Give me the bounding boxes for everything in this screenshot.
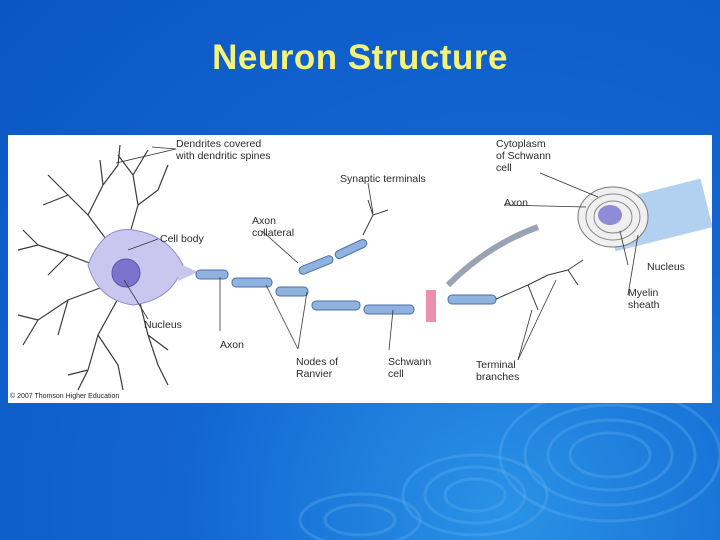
zoom-arrow bbox=[445, 224, 540, 288]
label-axon: Axon bbox=[220, 339, 244, 351]
label-nodes-of-ranvier: Nodes of Ranvier bbox=[296, 356, 339, 380]
label-terminal-branches: Terminal branches bbox=[476, 359, 520, 383]
label-cell-body: Cell body bbox=[160, 233, 204, 245]
label-nucleus: Nucleus bbox=[144, 319, 182, 331]
label-axon-collateral: Axon collateral bbox=[252, 215, 295, 239]
neuron-illustration bbox=[17, 144, 712, 391]
label-nucleus-inset: Nucleus bbox=[647, 261, 685, 273]
label-synaptic-terminals: Synaptic terminals bbox=[340, 173, 426, 185]
label-dendrites: Dendrites covered with dendritic spines bbox=[176, 138, 271, 162]
label-schwann-cell: Schwann cell bbox=[388, 356, 432, 380]
copyright-text: © 2007 Thomson Higher Education bbox=[10, 393, 120, 400]
myelin-inset bbox=[577, 178, 712, 252]
dendrites-drawing bbox=[17, 144, 169, 391]
cut-marker bbox=[426, 290, 436, 322]
slide-title: Neuron Structure bbox=[212, 38, 508, 77]
neuron-diagram: Dendrites covered with dendritic spines … bbox=[8, 135, 712, 403]
leader-lines bbox=[115, 146, 639, 361]
nucleus-shape bbox=[111, 258, 141, 288]
label-myelin-sheath: Myelin sheath bbox=[628, 287, 660, 311]
axon-drawing bbox=[195, 199, 584, 315]
label-axon-inset: Axon bbox=[504, 197, 528, 209]
label-cytoplasm: Cytoplasm of Schwann cell bbox=[496, 138, 551, 174]
